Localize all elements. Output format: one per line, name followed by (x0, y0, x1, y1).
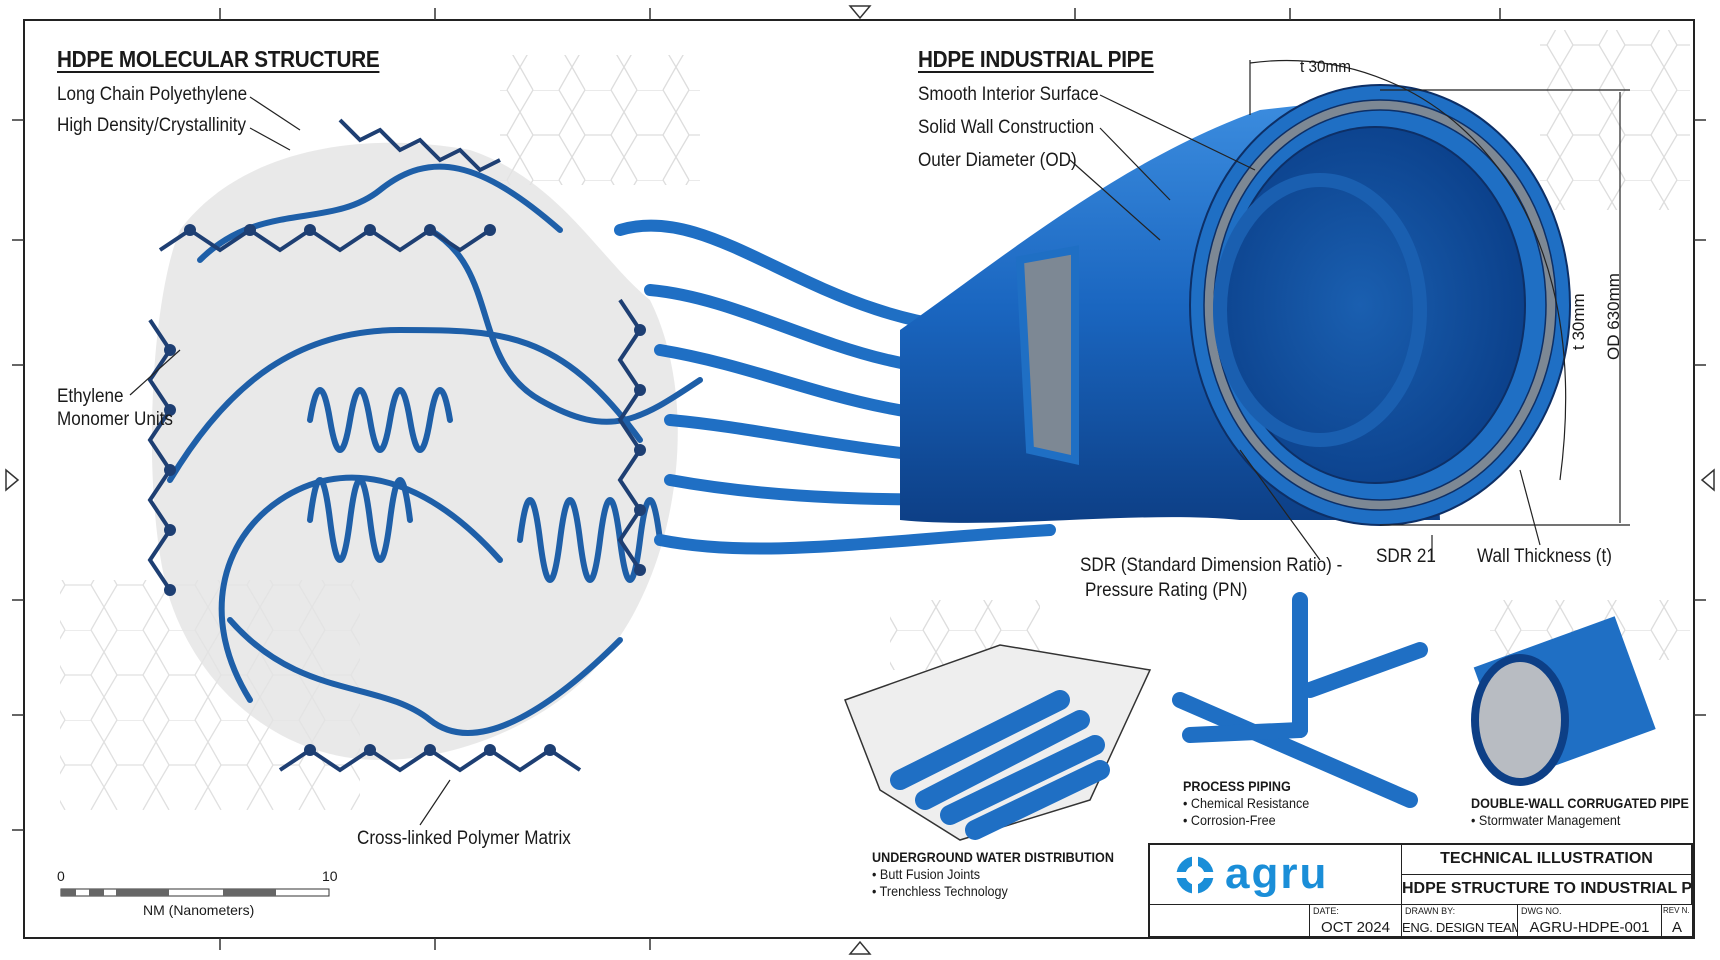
drawn-caption: DRAWN BY: (1405, 906, 1456, 916)
dim-top-thickness: t 30mm (1300, 57, 1352, 76)
app-corrugated-bullet: • Stormwater Management (1471, 812, 1621, 828)
label-ethylene: Ethylene (57, 386, 124, 407)
agru-logo-icon (1175, 855, 1215, 895)
app-underground-title: UNDERGROUND WATER DISTRIBUTION (872, 849, 1114, 865)
underground-trench-illustration (844, 644, 1152, 841)
molecular-title: HDPE MOLECULAR STRUCTURE (57, 46, 380, 72)
rev-cell: REV N. A (1662, 905, 1692, 936)
corrugated-pipe-illustration (1471, 616, 1656, 786)
rev-value: A (1671, 919, 1682, 936)
label-outer-diameter: Outer Diameter (OD) (918, 150, 1077, 171)
rev-caption: REV N. (1663, 906, 1690, 915)
label-monomer-units: Monomer Units (57, 409, 173, 430)
label-cross-linked: Cross-linked Polymer Matrix (357, 828, 571, 849)
title-block-subject: HDPE STRUCTURE TO INDUSTRIAL PIPE (1402, 875, 1692, 905)
dim-outer-diameter: OD 630mm (1604, 273, 1623, 360)
polymer-molecule-cluster (147, 118, 703, 773)
label-long-chain: Long Chain Polyethylene (57, 84, 248, 105)
pipe-title: HDPE INDUSTRIAL PIPE (918, 46, 1154, 72)
title-block: agru TECHNICAL ILLUSTRATION HDPE STRUCTU… (1148, 843, 1694, 938)
logo-cell: agru (1150, 845, 1402, 905)
date-caption: DATE: (1313, 906, 1339, 916)
drawn-value: ENG. DESIGN TEAM (1402, 920, 1518, 935)
app-process-bullet: • Corrosion-Free (1183, 812, 1276, 828)
app-corrugated-title: DOUBLE-WALL CORRUGATED PIPE (1471, 795, 1689, 811)
leader-lines (129, 96, 451, 826)
label-wall-thickness: Wall Thickness (t) (1477, 546, 1612, 567)
app-process-title: PROCESS PIPING (1183, 778, 1291, 794)
label-sdr: SDR (Standard Dimension Ratio) - (1080, 555, 1343, 576)
dim-side-thickness: t 30mm (1569, 293, 1588, 350)
app-process-bullet: • Chemical Resistance (1183, 795, 1310, 811)
process-piping-illustration (1172, 592, 1428, 808)
blank-cell (1150, 905, 1310, 936)
drawn-by-cell: DRAWN BY: ENG. DESIGN TEAM (1402, 905, 1518, 936)
app-underground-bullet: • Butt Fusion Joints (872, 866, 981, 882)
hdpe-pipe-cutaway (900, 59, 1630, 561)
scale-unit: NM (Nanometers) (143, 902, 255, 918)
label-solid-wall: Solid Wall Construction (918, 117, 1095, 138)
title-block-heading: TECHNICAL ILLUSTRATION (1402, 845, 1692, 875)
label-sdr-value: SDR 21 (1376, 546, 1436, 567)
scale-end: 10 (322, 868, 338, 884)
scale-bar (60, 888, 330, 897)
label-smooth-interior: Smooth Interior Surface (918, 84, 1099, 105)
app-underground-bullet: • Trenchless Technology (872, 883, 1008, 899)
drawing-frame (5, 5, 1715, 955)
agru-logo-text: agru (1225, 849, 1329, 898)
dwg-no-cell: DWG NO. AGRU-HDPE-001 (1518, 905, 1662, 936)
label-pressure-rating: Pressure Rating (PN) (1085, 580, 1248, 601)
date-value: OCT 2024 (1321, 919, 1390, 936)
dwg-caption: DWG NO. (1521, 906, 1562, 916)
label-high-density: High Density/Crystallinity (57, 115, 247, 136)
date-cell: DATE: OCT 2024 (1310, 905, 1402, 936)
dwg-value: AGRU-HDPE-001 (1529, 919, 1650, 936)
scale-start: 0 (57, 868, 65, 884)
